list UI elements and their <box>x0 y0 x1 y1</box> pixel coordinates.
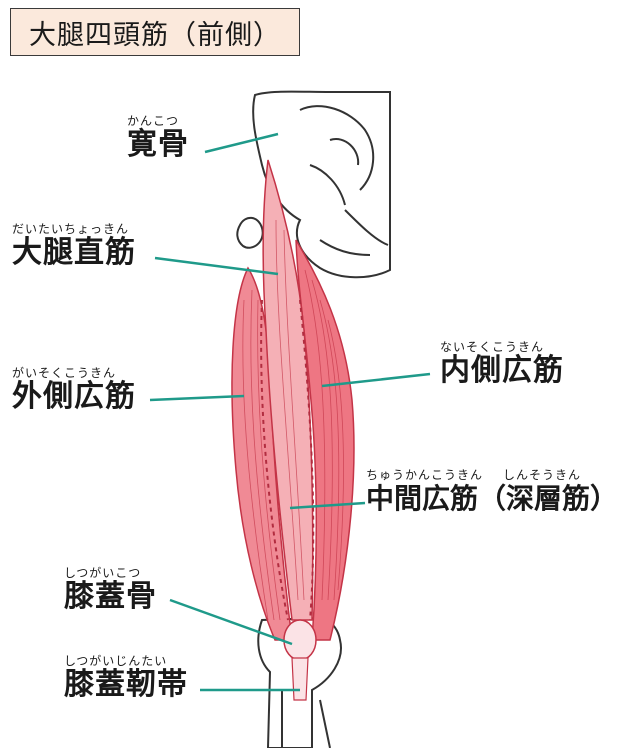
label-hip: かんこつ 寛骨 <box>127 114 189 162</box>
vastus-intermedius-outline <box>260 299 315 621</box>
leader-lines <box>149 132 431 692</box>
label-hip-ruby: かんこつ <box>127 114 180 128</box>
patellar-ligament-shape <box>291 657 309 701</box>
label-vastus-intermedius: ちゅうかんこうきん しんそうきん 中間広筋（深層筋） <box>366 468 618 516</box>
label-rectus-femoris-ruby: だいたいちょっきん <box>12 222 130 236</box>
label-vastus-intermedius-text: 中間広筋（深層筋） <box>366 482 619 515</box>
patella-shape <box>283 619 317 661</box>
label-vastus-lateralis-ruby: がいそくこうきん <box>12 366 117 380</box>
label-patella: しつがいこつ 膝蓋骨 <box>64 566 157 614</box>
label-patella-text: 膝蓋骨 <box>64 579 157 614</box>
label-vastus-medialis-ruby: ないそくこうきん <box>440 340 545 354</box>
quadriceps-muscles <box>231 159 355 701</box>
label-patellar-ligament: しつがいじんたい 膝蓋靭帯 <box>64 654 188 702</box>
label-vastus-intermedius-ruby1: ちゅうかんこうきん <box>366 468 484 482</box>
leader-line-hip <box>204 132 279 154</box>
leader-line-patella <box>169 598 293 646</box>
label-vastus-lateralis: がいそくこうきん 外側広筋 <box>12 366 136 414</box>
leader-line-vastus-medialis <box>321 372 431 388</box>
label-rectus-femoris-text: 大腿直筋 <box>12 235 136 270</box>
leader-line-vastus-intermedius <box>289 501 366 510</box>
hip-bone <box>236 90 391 279</box>
leader-line-rectus-femoris <box>154 256 279 276</box>
page-title: 大腿四頭筋（前側） <box>10 8 300 56</box>
label-rectus-femoris: だいたいちょっきん 大腿直筋 <box>12 222 136 270</box>
label-hip-text: 寛骨 <box>127 127 189 162</box>
label-vastus-intermedius-ruby: ちゅうかんこうきん しんそうきん <box>366 468 618 482</box>
label-vastus-lateralis-text: 外側広筋 <box>12 379 136 414</box>
label-vastus-intermedius-ruby2: しんそうきん <box>503 468 582 482</box>
label-vastus-medialis-text: 内側広筋 <box>440 353 564 388</box>
leader-line-vastus-lateralis <box>149 394 245 402</box>
label-vastus-medialis: ないそくこうきん 内側広筋 <box>440 340 564 388</box>
label-patellar-ligament-ruby: しつがいじんたい <box>64 654 168 668</box>
label-patella-ruby: しつがいこつ <box>64 566 142 580</box>
label-patellar-ligament-text: 膝蓋靭帯 <box>64 667 188 702</box>
